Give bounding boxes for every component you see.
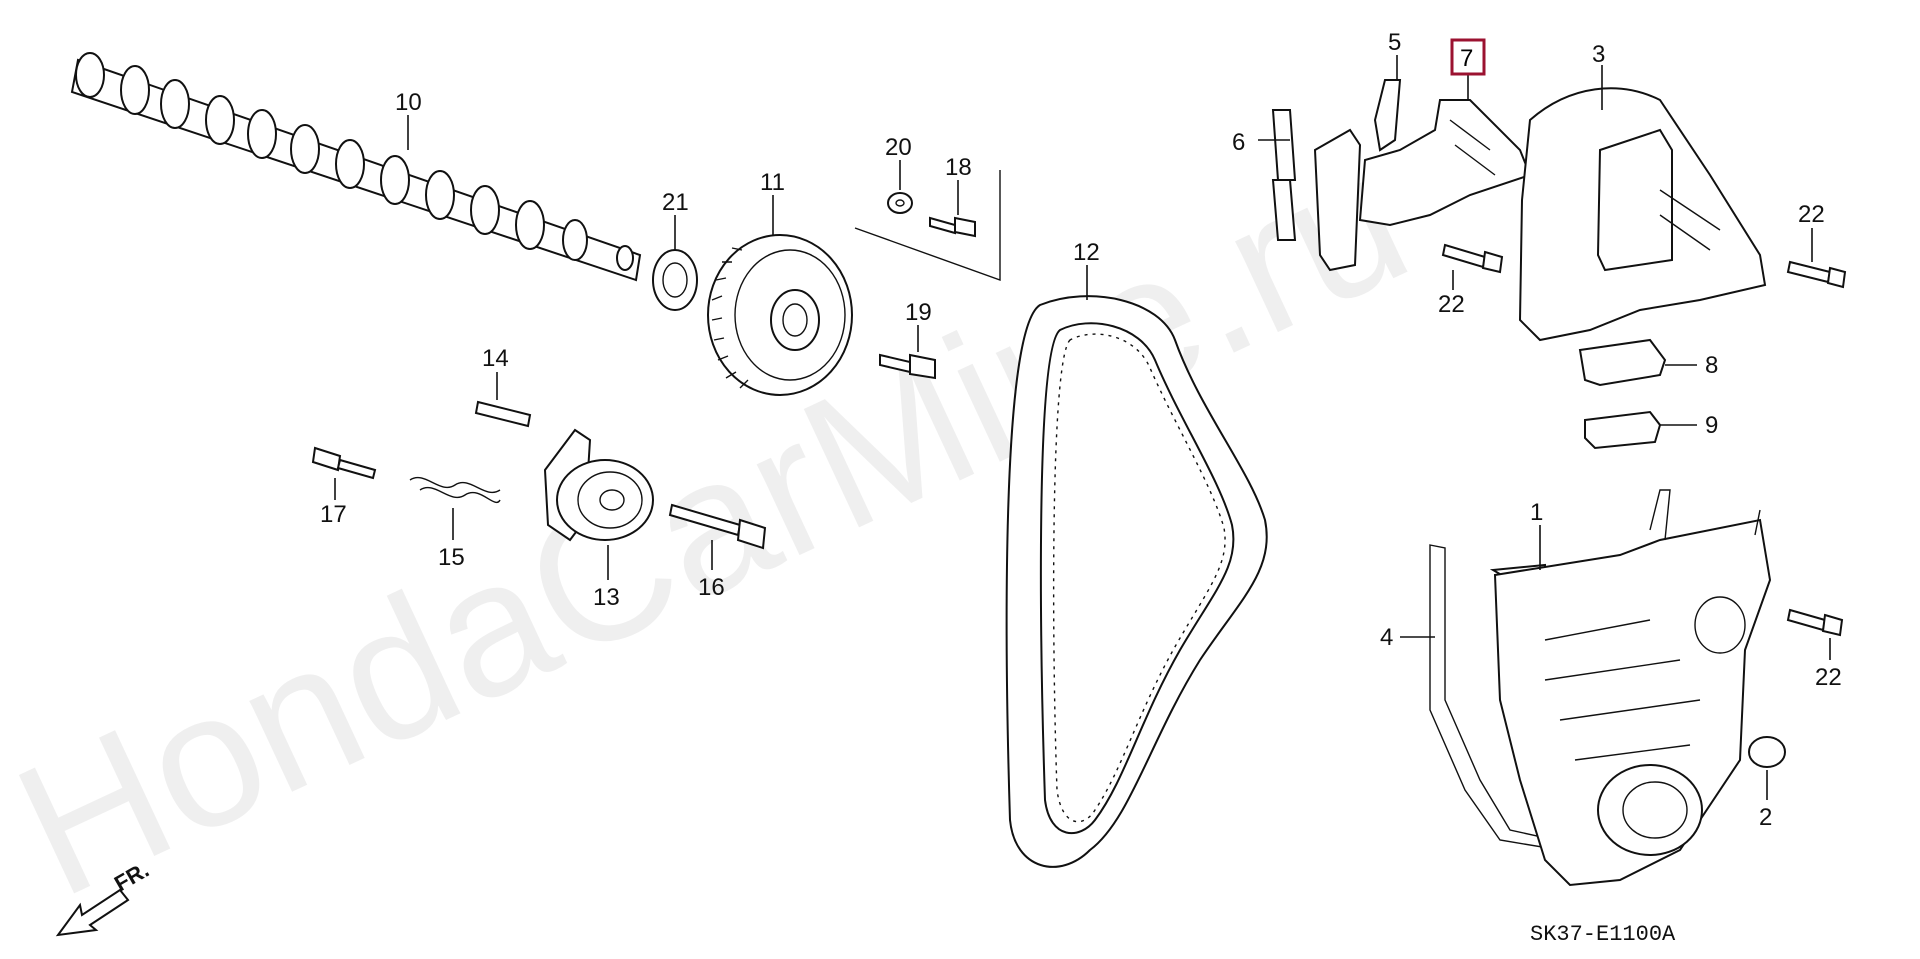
part-labels: 10 21 11 20 18 19 14 17 15 13 16 12 6 5 … [320,29,1842,831]
part-label-20[interactable]: 20 [885,134,912,161]
part-label-13[interactable]: 13 [593,584,620,611]
part-label-17[interactable]: 17 [320,501,347,528]
part-label-9[interactable]: 9 [1705,412,1718,439]
camshaft-pulley-drawing [707,195,853,396]
washer-bolt-drawing [854,160,1001,281]
timing-belt-drawing [1005,265,1268,868]
brackets-8-9-drawing [1578,338,1697,450]
part-label-4[interactable]: 4 [1380,624,1393,651]
part-label-22-low[interactable]: 22 [1815,664,1842,691]
part-label-22-mid[interactable]: 22 [1438,291,1465,318]
part-label-8[interactable]: 8 [1705,352,1718,379]
oil-seal-drawing [652,215,698,311]
part-label-15[interactable]: 15 [438,544,465,571]
part-label-6[interactable]: 6 [1232,129,1245,156]
part-label-21[interactable]: 21 [662,189,689,216]
stud-bolt-drawing [474,372,532,428]
tension-spring-drawing [409,477,501,540]
part-label-18[interactable]: 18 [945,154,972,181]
highlight-box-part-7 [1450,38,1486,76]
bolt-19-drawing [879,325,936,380]
part-label-3[interactable]: 3 [1592,41,1605,68]
tensioner-drawing [543,428,654,580]
lower-cover-drawing [1400,489,1786,887]
diagram-code: SK37-E1100A [1530,922,1676,947]
tensioner-bolt-drawing [668,503,767,570]
upper-cover-drawing [1518,65,1767,342]
pivot-bolt-drawing [311,446,377,500]
part-label-19[interactable]: 19 [905,299,932,326]
camshaft-drawing [70,52,642,282]
part-label-14[interactable]: 14 [482,345,509,372]
bolt-22-drawings [1441,228,1847,660]
part-label-22-top[interactable]: 22 [1798,201,1825,228]
part-label-12[interactable]: 12 [1073,239,1100,266]
part-label-10[interactable]: 10 [395,89,422,116]
part-label-1[interactable]: 1 [1530,499,1543,526]
upper-back-cover-drawing [1258,55,1532,272]
part-label-5[interactable]: 5 [1388,29,1401,56]
part-label-2[interactable]: 2 [1759,804,1772,831]
part-label-7[interactable]: 7 [1460,45,1473,72]
part-label-11[interactable]: 11 [760,169,785,196]
part-label-16[interactable]: 16 [698,574,725,601]
